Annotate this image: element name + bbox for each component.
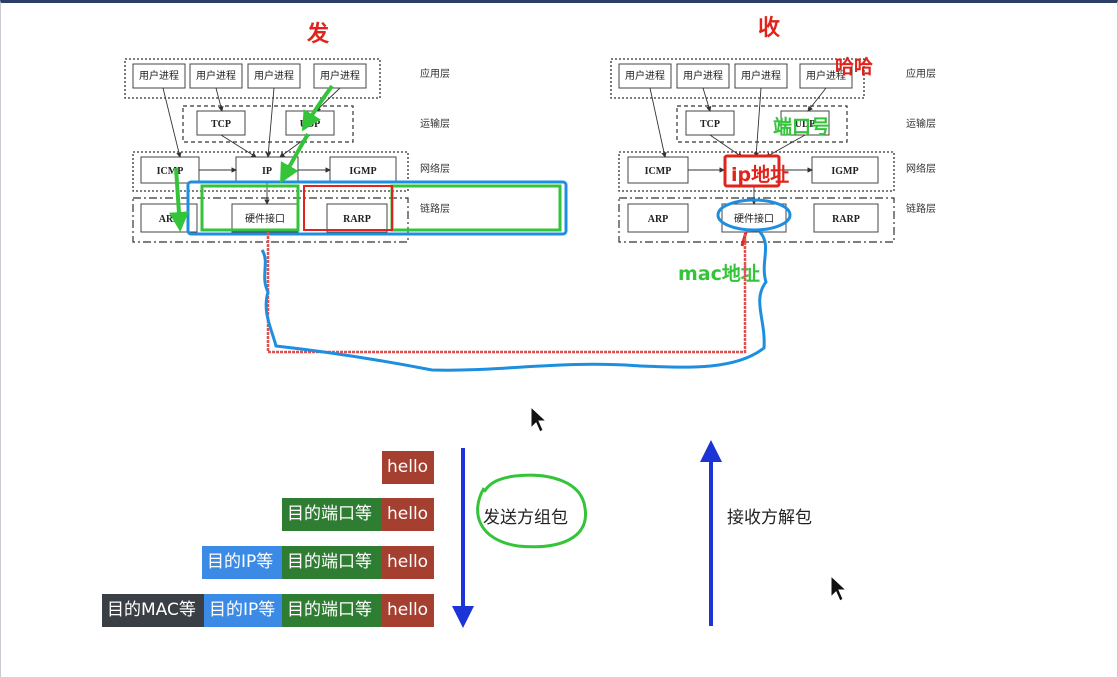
svg-text:用户进程: 用户进程 (139, 69, 179, 82)
recv-connectors (649, 87, 827, 205)
packet-row4-ip: 目的IP等 (204, 594, 282, 627)
svg-text:用户进程: 用户进程 (196, 69, 236, 82)
send-label-link: 链路层 (420, 202, 450, 215)
send-label-network: 网络层 (420, 162, 450, 175)
recv-transport-frame (676, 105, 848, 143)
packet-row1-hello: hello (382, 451, 434, 484)
svg-text:用户进程: 用户进程 (625, 69, 665, 82)
annotation-haha: 哈哈 (835, 55, 873, 78)
send-icmp-box: ICMP (140, 156, 200, 184)
send-green-arrow-app-to-udp (301, 84, 334, 132)
send-transport-frame (182, 105, 354, 143)
svg-text:用户进程: 用户进程 (806, 69, 846, 82)
physical-link-red (266, 232, 747, 354)
svg-text:用户进程: 用户进程 (254, 69, 294, 82)
svg-text:硬件接口: 硬件接口 (734, 212, 774, 225)
send-user-process-3: 用户进程 (247, 63, 301, 89)
recv-user-process-2: 用户进程 (676, 63, 730, 89)
recv-ip-highlight-red (723, 154, 781, 188)
send-hw-interface-box: 硬件接口 (231, 203, 299, 233)
svg-text:RARP: RARP (343, 214, 371, 225)
recv-rarp-box: RARP (813, 203, 879, 233)
annotation-port-number: 端口号 (773, 115, 830, 138)
recv-user-process-1: 用户进程 (618, 63, 672, 89)
mouse-cursor-icon (530, 405, 548, 433)
svg-text:用户进程: 用户进程 (741, 69, 781, 82)
send-green-arrow-udp-to-ip (280, 132, 310, 184)
recv-icmp-box: ICMP (627, 156, 689, 184)
recv-user-process-3: 用户进程 (734, 63, 788, 89)
svg-text:用户进程: 用户进程 (683, 69, 723, 82)
svg-text:用户进程: 用户进程 (320, 69, 360, 82)
send-igmp-box: IGMP (329, 156, 397, 184)
send-hw-highlight-green (200, 184, 300, 232)
send-link-highlight-blue (186, 180, 568, 236)
send-link-highlight-green-right (390, 184, 562, 232)
svg-text:TCP: TCP (211, 119, 231, 130)
recv-udp-box: UDP (780, 110, 830, 136)
svg-text:ICMP: ICMP (157, 166, 184, 177)
packet-row2-hello: hello (382, 498, 434, 531)
svg-text:RARP: RARP (832, 214, 860, 225)
send-app-layer-frame (124, 58, 381, 99)
svg-text:IP: IP (262, 166, 272, 177)
recv-label-link: 链路层 (906, 202, 936, 215)
send-rarp-box: RARP (326, 203, 388, 233)
send-link-frame (132, 197, 409, 243)
physical-link-blue (260, 231, 768, 372)
send-down-arrow-head (452, 606, 474, 628)
recv-igmp-box: IGMP (811, 156, 879, 184)
recv-arp-box: ARP (627, 203, 689, 233)
packet-row3-ip: 目的IP等 (202, 546, 282, 579)
send-heading: 发 (306, 21, 330, 47)
send-label-app: 应用层 (420, 67, 450, 80)
recv-label-network: 网络层 (906, 162, 936, 175)
svg-text:ICMP: ICMP (645, 166, 672, 177)
packet-row4-port: 目的端口等 (282, 594, 382, 627)
sender-packing-caption: 发送方组包 (483, 508, 568, 528)
recv-up-arrow-head (700, 440, 722, 462)
send-caption-circle (476, 473, 588, 549)
svg-text:TCP: TCP (700, 119, 720, 130)
receiver-unpacking-caption: 接收方解包 (727, 508, 812, 528)
recv-label-transport: 运输层 (906, 117, 936, 130)
svg-text:ARP: ARP (159, 214, 180, 225)
send-tcp-box: TCP (196, 110, 246, 136)
send-connectors (162, 87, 341, 205)
recv-user-process-4: 用户进程 (799, 63, 853, 89)
svg-text:UDP: UDP (795, 119, 816, 130)
recv-hw-highlight-blue (716, 198, 792, 232)
recv-link-frame (618, 197, 895, 243)
annotation-ip-address: ip地址 (731, 163, 789, 186)
mouse-cursor-icon-2 (830, 574, 848, 602)
send-network-frame (132, 151, 409, 192)
send-user-process-4: 用户进程 (313, 63, 367, 89)
packet-row4-mac: 目的MAC等 (102, 594, 204, 627)
svg-text:硬件接口: 硬件接口 (245, 212, 285, 225)
recv-app-layer-frame (610, 58, 865, 99)
svg-text:ARP: ARP (648, 214, 669, 225)
receive-heading: 收 (758, 15, 780, 41)
packet-row4-hello: hello (382, 594, 434, 627)
packet-row3-hello: hello (382, 546, 434, 579)
annotation-mac-address: mac地址 (678, 262, 760, 285)
recv-label-app: 应用层 (906, 67, 936, 80)
send-green-arrow-icmp-to-link (168, 167, 189, 232)
send-rarp-highlight-red (303, 185, 393, 231)
packet-row2-port: 目的端口等 (282, 498, 382, 531)
send-label-transport: 运输层 (420, 117, 450, 130)
svg-text:IGMP: IGMP (831, 166, 858, 177)
send-user-process-1: 用户进程 (132, 63, 186, 89)
recv-tcp-box: TCP (685, 110, 735, 136)
send-user-process-2: 用户进程 (189, 63, 243, 89)
svg-text:IGMP: IGMP (349, 166, 376, 177)
packet-row3-port: 目的端口等 (282, 546, 382, 579)
